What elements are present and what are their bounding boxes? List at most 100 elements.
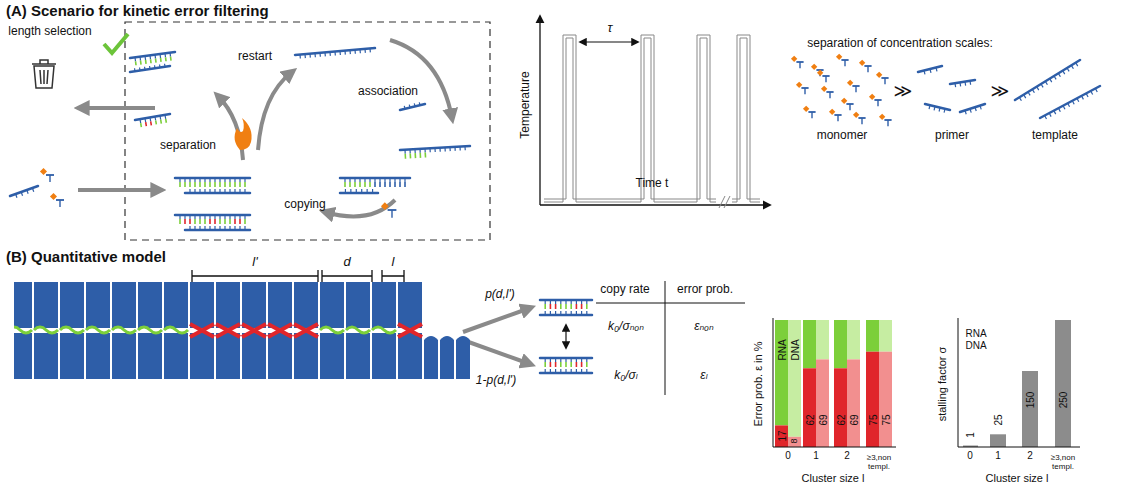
strand-stroke [224,226,225,230]
base-block [268,282,292,328]
mismatch-mark [242,324,266,337]
strand-stroke [309,54,311,58]
strand-stroke [928,105,930,109]
strand-stroke [194,182,196,187]
strand-stroke [349,50,351,54]
strand-stroke [404,182,406,187]
strand-stroke [224,178,225,182]
base-block [190,333,214,379]
text-label: ≫ [991,82,1010,102]
text-label: Error prob. ε in % [752,342,764,427]
strand-stroke [295,48,375,55]
strand-stroke [199,189,200,193]
pair-mark [138,327,162,333]
text-label: ≥3,non templ. [862,454,896,472]
strand-stroke [389,178,390,182]
strand-stroke [544,362,546,367]
strand-stroke [565,304,567,309]
strand-stroke [1067,68,1069,71]
strand-stroke [350,189,351,193]
base-block [242,282,266,328]
strand-stroke [324,52,326,56]
base-block [86,282,110,328]
strand-stroke [429,152,431,157]
strand-stroke [214,219,216,224]
strand-stroke [1032,89,1034,92]
strand-stroke [204,226,205,230]
strand-stroke [409,105,411,108]
strand-stroke [560,358,561,362]
strand-stroke [844,60,845,66]
strand-stroke [434,152,436,157]
text-label: Time t [636,177,669,190]
text-label: 250 [1058,392,1069,409]
strand-stroke [224,189,225,193]
unpaired-base [408,336,422,379]
base-block [320,333,344,379]
strand-stroke [925,104,950,110]
strand-stroke [194,178,195,182]
base-block [372,333,396,379]
strand-stroke [199,178,200,182]
strand-stroke [454,147,455,151]
strand-stroke [204,215,205,219]
strand-stroke [555,358,556,362]
strand-stroke [586,311,587,315]
strand-stroke [434,148,435,152]
text-label: 17 [776,430,787,441]
strand-stroke [1072,101,1074,105]
pair-mark [60,327,84,333]
strand-stroke [855,86,856,92]
mismatch-mark [294,324,318,337]
text-label: 69 [817,414,828,425]
strand-stroke [179,182,181,187]
text-label: error prob. [677,283,733,296]
text-label: 0 [967,450,973,461]
text-label: stalling factor σ [936,347,948,422]
strand-stroke [1040,86,1100,118]
pair-mark [34,327,58,333]
strand-stroke [130,66,170,72]
strand-stroke [565,311,566,315]
strand-stroke [154,117,156,121]
text-label: εₙₒₙ [694,320,714,333]
strand-stroke [224,215,225,219]
strand-stroke [239,226,240,230]
strand-stroke [576,311,577,315]
strand-stroke [841,98,847,104]
strand-stroke [369,48,371,52]
check-mark [104,34,128,53]
strand-stroke [199,182,201,187]
text-label: k₀/σₗ [614,369,638,382]
strand-stroke [367,189,368,193]
strand-stroke [796,82,802,88]
strand-stroke [414,153,416,158]
mismatch-mark [190,324,214,337]
strand-stroke [464,150,466,155]
strand-stroke [164,115,166,119]
strand-stroke [444,151,446,156]
base-block [138,333,162,379]
strand-stroke [144,67,146,70]
strand-stroke [244,189,245,193]
strand-stroke [1091,91,1093,95]
strand-stroke [239,215,240,219]
strand-stroke [209,226,210,230]
base-block [112,282,136,328]
strand-stroke [175,214,250,217]
strand-stroke [409,153,411,158]
strand-stroke [969,81,971,85]
strand-stroke [224,182,226,187]
strand-stroke [140,123,142,127]
strand-stroke [550,362,552,367]
strand-stroke [1058,108,1060,112]
strand-stroke [364,178,365,182]
strand-stroke [244,219,246,224]
strand-stroke [219,219,221,224]
strand-stroke [586,358,587,362]
strand-stroke [970,109,971,113]
heat-flame [235,118,252,150]
base-block [398,282,422,328]
base-block [216,282,240,328]
strand-stroke [923,71,925,75]
